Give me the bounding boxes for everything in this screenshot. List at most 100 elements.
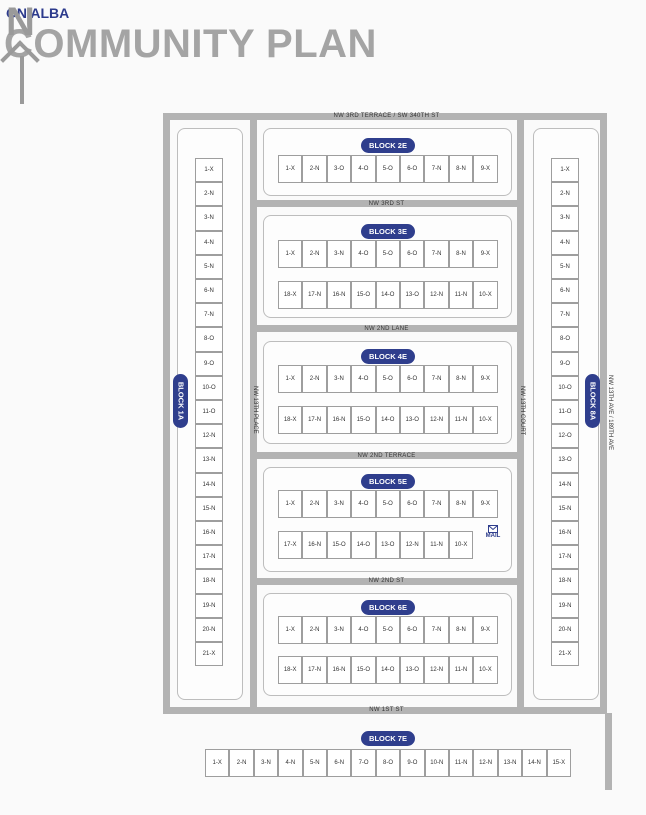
lot: 6-O [400,365,425,393]
lot: 14-O [375,656,400,684]
mail-envelope-icon [488,525,498,533]
street-label-far-east-ave: NW 13TH AVE / 189TH AVE [607,375,613,451]
lot: 5-O [375,365,400,393]
lot: 12-N [424,281,449,309]
lot: 8-O [551,327,579,352]
street-label-2nd-terrace: NW 2ND TERRACE [357,453,416,459]
lot: 11-N [448,656,474,684]
lot: 3-N [326,240,352,268]
lot: 21-X [551,642,579,667]
lot: 13-O [375,531,400,559]
lot: 15-O [326,531,352,559]
lot: 3-N [326,490,352,518]
lot: 15-O [351,281,376,309]
lot: 4-O [351,155,376,183]
lot: 17-N [551,545,579,570]
lot: 18-X [278,656,303,684]
lot: 12-N [400,531,425,559]
north-arrow-icon: N [0,0,44,110]
lot: 17-N [302,656,327,684]
block-8a-badge: BLOCK 8A [585,374,600,428]
lot: 6-O [400,490,425,518]
lot: 10-N [424,749,449,777]
lot: 14-N [551,472,579,497]
street-label-2nd-lane: NW 2ND LANE [364,326,409,332]
lot: 17-N [302,281,327,309]
lot: 1-X [278,490,303,518]
road-west-place [250,118,257,710]
mail-location: MAIL [481,525,505,539]
lot: 5-O [375,490,400,518]
lot: 13-N [497,749,523,777]
lot: 3-N [195,206,223,231]
lot: 11-N [448,281,474,309]
lot: 14-O [375,281,400,309]
lot: 3-O [326,155,352,183]
lot: 3-N [326,365,352,393]
lot: 7-N [551,303,579,328]
lot: 1-X [278,155,303,183]
lot: 2-N [302,365,327,393]
lot: 14-O [351,531,376,559]
lot: 20-N [551,617,579,642]
lot: 19-N [195,593,223,618]
lot: 15-N [195,496,223,521]
lot: 5-O [375,155,400,183]
lot: 4-O [351,365,376,393]
lot: 11-N [448,406,474,434]
block-1a-badge: BLOCK 1A [173,374,188,428]
north-letter: N [6,0,35,44]
lot: 21-X [195,642,223,667]
lot: 18-N [195,569,223,594]
lot: 11-N [424,531,449,559]
road-2nd-st [255,578,519,585]
block-6e-badge: BLOCK 6E [361,600,415,615]
lot: 1-X [205,749,230,777]
lot: 3-N [551,206,579,231]
lot: 8-N [448,240,474,268]
lot: 10-X [473,406,498,434]
lot: 15-N [551,496,579,521]
lot: 2-N [302,155,327,183]
lot: 4-N [278,749,303,777]
lot: 12-N [473,749,498,777]
lot: 11-O [551,400,579,425]
lot: 6-N [551,279,579,304]
street-label-2nd-st: NW 2ND ST [368,578,405,584]
road-bottom [163,707,607,714]
north-arrow-shaft [20,56,24,104]
block-8a-badge-text: BLOCK 8A [588,381,597,421]
lot: 7-N [424,616,449,644]
lot: 1-X [551,158,579,183]
lot: 15-X [546,749,571,777]
road-top [163,113,607,120]
lot: 4-N [551,230,579,255]
lot: 2-N [302,616,327,644]
lot: 8-N [448,155,474,183]
road-3rd-st [255,200,519,207]
lot: 9-O [551,351,579,376]
block-7e-badge: BLOCK 7E [361,731,415,746]
lot: 10-X [473,281,498,309]
lot: 18-X [278,406,303,434]
lot: 13-O [400,656,425,684]
lot: 17-X [278,531,303,559]
block-1a-badge-text: BLOCK 1A [176,381,185,421]
lot: 4-O [351,616,376,644]
lot: 17-N [195,545,223,570]
lot: 2-N [302,240,327,268]
street-label-west-place: NW 13TH PLACE [252,386,258,434]
lot: 10-X [448,531,474,559]
road-far-east [605,713,612,790]
lot: 5-N [302,749,327,777]
lot: 8-N [448,490,474,518]
lot: 7-N [424,240,449,268]
street-label-1st-st: NW 1ST ST [369,707,404,713]
lot: 10-X [473,656,498,684]
lot: 8-O [195,327,223,352]
lot: 1-X [278,365,303,393]
lot: 15-O [351,406,376,434]
lot: 3-N [326,616,352,644]
brand-label: ON ALBA [6,5,70,21]
lot: 8-N [448,616,474,644]
